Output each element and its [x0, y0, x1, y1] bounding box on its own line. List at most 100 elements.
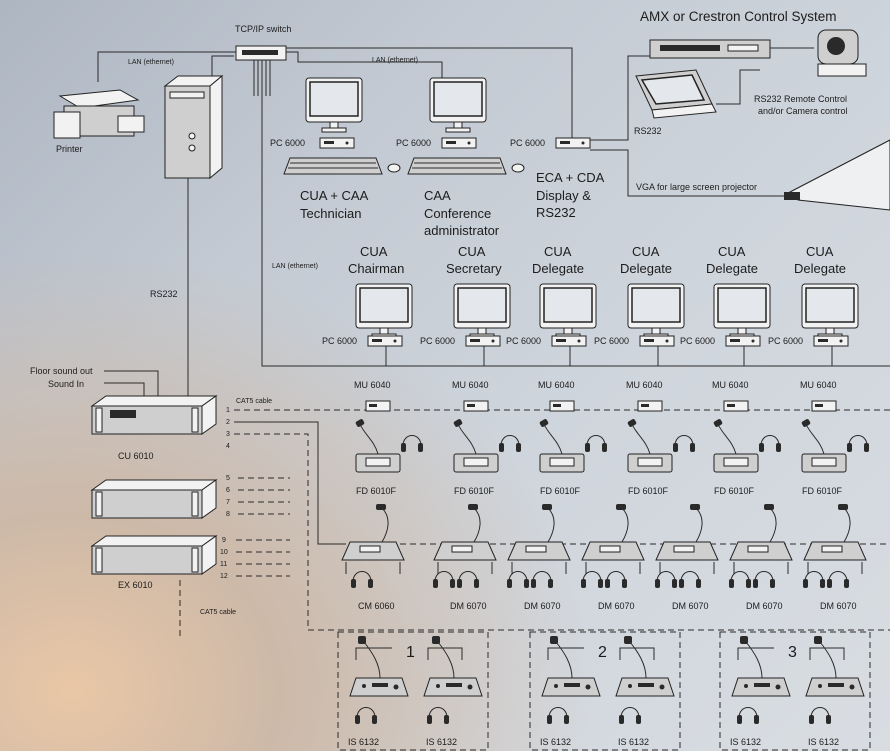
cua-pc-6 — [813, 335, 849, 347]
headphone-icon — [580, 571, 604, 589]
interpreter-unit-a-2 — [541, 635, 601, 697]
desk-unit-link-7 — [807, 562, 863, 574]
booth-number-2: 2 — [598, 644, 607, 661]
cua-title-6: CUA — [806, 244, 834, 259]
headphone-icon — [584, 435, 608, 453]
booth-number-3: 3 — [788, 644, 797, 661]
cua-title-2: CUA — [458, 244, 486, 259]
port-2: 2 — [226, 419, 230, 426]
headphone-icon — [678, 571, 702, 589]
port-5: 5 — [226, 475, 230, 482]
floor-sound-label: Floor sound out — [30, 366, 93, 376]
desk-unit-link-5 — [659, 562, 715, 574]
fd-label-2: FD 6010F — [454, 486, 495, 496]
cua-pc-1 — [367, 335, 403, 347]
cua-pc-label-5: PC 6000 — [680, 336, 715, 346]
headphone-icon — [802, 571, 826, 589]
cua-role-4: Delegate — [620, 261, 672, 276]
mu-label-5: MU 6040 — [712, 380, 749, 390]
headphone-icon — [546, 707, 570, 725]
desk-unit-1 — [341, 503, 405, 561]
interpreter-unit-a-1 — [349, 635, 409, 697]
eca-label-2: Display & — [536, 188, 591, 203]
unit-label-5: DM 6070 — [672, 601, 709, 611]
cu-label: CU 6010 — [118, 451, 154, 461]
mu-label-4: MU 6040 — [626, 380, 663, 390]
booth-link-1 — [355, 647, 463, 660]
ex-6010-rack-a — [91, 479, 217, 519]
mu-box-1 — [365, 400, 391, 412]
desk-unit-2 — [433, 503, 497, 561]
desk-unit-6 — [729, 503, 793, 561]
is-label-a-3: IS 6132 — [730, 737, 761, 747]
interpreter-unit-b-2 — [615, 635, 675, 697]
headphone-icon — [808, 707, 832, 725]
control-system-title: AMX or Crestron Control System — [640, 9, 837, 24]
headphone-icon — [354, 707, 378, 725]
cua-monitor-6 — [801, 283, 859, 339]
cua-pc-label-2: PC 6000 — [420, 336, 455, 346]
port-3: 3 — [226, 431, 230, 438]
server-tower-icon — [163, 74, 224, 180]
unit-label-4: DM 6070 — [598, 601, 635, 611]
headphone-icon — [758, 435, 782, 453]
mu-label-2: MU 6040 — [452, 380, 489, 390]
floor-dist-mic-6 — [800, 417, 847, 473]
monitor-admin — [429, 77, 487, 133]
fd-label-4: FD 6010F — [628, 486, 669, 496]
floor-dist-mic-1 — [354, 417, 401, 473]
desk-unit-link-4 — [585, 562, 641, 574]
headphone-icon — [530, 571, 554, 589]
unit-label-2: DM 6070 — [450, 601, 487, 611]
sound-in-label: Sound In — [48, 379, 84, 389]
cua-monitor-1 — [355, 283, 413, 339]
cua-monitor-4 — [627, 283, 685, 339]
booth-3 — [719, 631, 871, 751]
projector-icon — [784, 139, 890, 211]
cua-pc-3 — [551, 335, 587, 347]
keyboard-admin — [407, 157, 525, 175]
unit-label-6: DM 6070 — [746, 601, 783, 611]
ex-label: EX 6010 — [118, 580, 153, 590]
port-4: 4 — [226, 443, 230, 450]
port-10: 10 — [220, 549, 228, 556]
headphone-icon — [456, 571, 480, 589]
fd-label-6: FD 6010F — [802, 486, 843, 496]
booth-1 — [337, 631, 489, 751]
port-11: 11 — [220, 561, 227, 568]
headphone-icon — [604, 571, 628, 589]
interpreter-unit-b-1 — [423, 635, 483, 697]
monitor-technician — [305, 77, 363, 133]
desk-unit-4 — [581, 503, 645, 561]
mu-box-2 — [463, 400, 489, 412]
switch-label: TCP/IP switch — [235, 24, 291, 34]
unit-label-1: CM 6060 — [358, 601, 395, 611]
cua-pc-label-3: PC 6000 — [506, 336, 541, 346]
booth-number-1: 1 — [406, 644, 415, 661]
mu-box-6 — [811, 400, 837, 412]
cua-role-3: Delegate — [532, 261, 584, 276]
booth-link-2 — [547, 647, 655, 660]
keyboard-technician — [283, 157, 401, 175]
eca-label-1: ECA + CDA — [536, 170, 605, 185]
floor-dist-mic-4 — [626, 417, 673, 473]
is-label-b-2: IS 6132 — [618, 737, 649, 747]
interpreter-unit-a-3 — [731, 635, 791, 697]
port-9: 9 — [222, 537, 226, 544]
headphone-icon — [400, 435, 424, 453]
booth-2 — [529, 631, 681, 751]
desk-unit-3 — [507, 503, 571, 561]
fd-label-3: FD 6010F — [540, 486, 581, 496]
rs232-label: RS232 — [150, 289, 178, 299]
headphone-icon — [432, 571, 456, 589]
tcpip-switch — [235, 45, 287, 61]
vga-label: VGA for large screen projector — [636, 182, 757, 192]
mu-box-3 — [549, 400, 575, 412]
rs232-panel-label: RS232 — [634, 126, 662, 136]
port-7: 7 — [226, 499, 230, 506]
cua-pc-5 — [725, 335, 761, 347]
ex-6010-rack-b — [91, 535, 217, 575]
headphone-icon — [498, 435, 522, 453]
unit-label-7: DM 6070 — [820, 601, 857, 611]
